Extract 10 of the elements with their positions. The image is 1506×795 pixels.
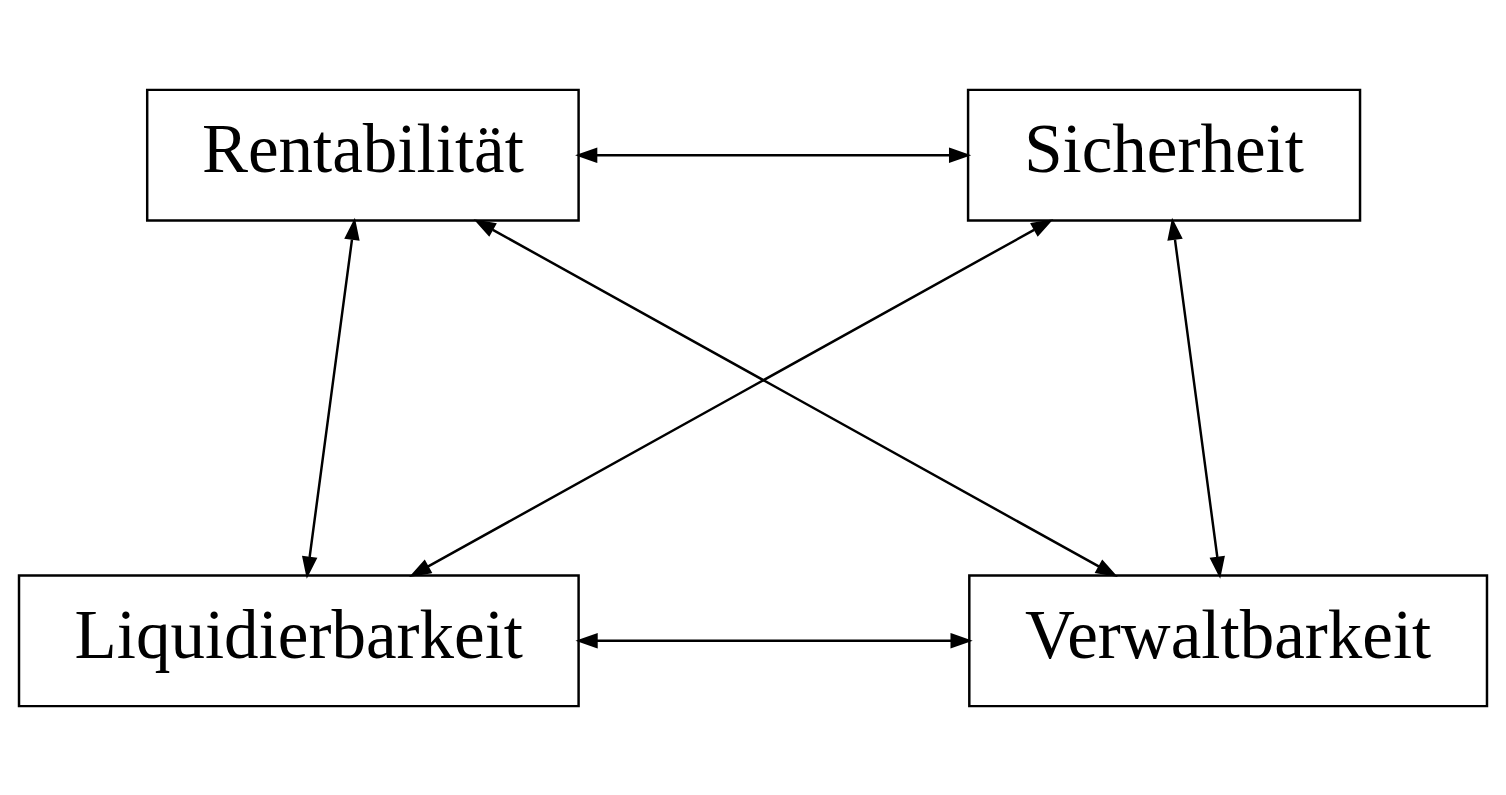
node-box: Verwaltbarkeit xyxy=(968,573,1489,707)
node-box: Sicherheit xyxy=(966,88,1362,222)
node-box: Liquidierbarkeit xyxy=(17,573,580,707)
arrow xyxy=(575,632,973,649)
arrow xyxy=(409,218,1054,577)
arrow xyxy=(473,218,1118,577)
arrow xyxy=(575,146,972,163)
arrow xyxy=(1167,217,1225,579)
node-box: Rentabilität xyxy=(145,88,580,222)
arrow xyxy=(301,217,360,579)
